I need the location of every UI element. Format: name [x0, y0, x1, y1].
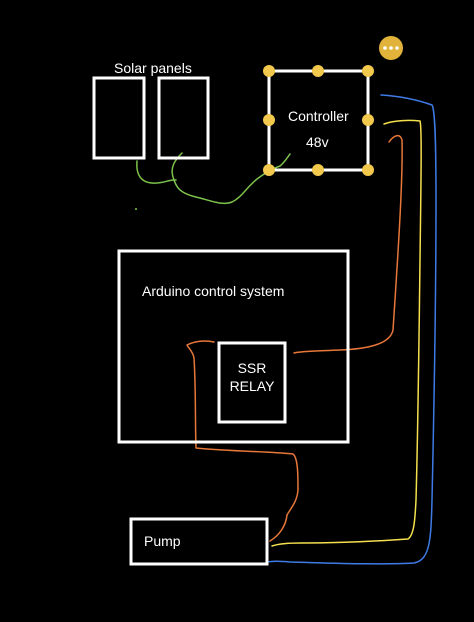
- solar-wire-green: [136, 152, 291, 205]
- arduino-label: Arduino control system: [142, 283, 284, 299]
- ssr-relay-label-line1: SSR: [238, 360, 267, 376]
- more-options-dot-3: [395, 46, 399, 50]
- relay-wire-orange: [186, 134, 403, 542]
- pump-label: Pump: [144, 533, 181, 549]
- resize-handle-top-right[interactable]: [362, 65, 374, 77]
- relay-wire-controller-side: [293, 134, 403, 354]
- solar-panels-label: Solar panels: [114, 60, 192, 76]
- resize-handle-top-middle[interactable]: [312, 65, 324, 77]
- power-wire-yellow: [271, 119, 422, 547]
- more-options-button[interactable]: [379, 36, 403, 60]
- resize-handle-middle-right[interactable]: [362, 114, 374, 126]
- arduino-box: [117, 249, 350, 444]
- resize-handle-bottom-right[interactable]: [362, 164, 374, 176]
- solar-panel-1: [92, 76, 146, 160]
- solar-wire-panel-2: [171, 152, 291, 205]
- controller-resize-handles[interactable]: [263, 65, 374, 176]
- more-options-dot-2: [389, 46, 393, 50]
- controller-voltage-label: 48v: [306, 134, 329, 150]
- solar-wire-panel-1: [136, 160, 177, 184]
- pump-box: [129, 517, 269, 566]
- relay-wire-pump-side: [186, 340, 299, 542]
- power-wire-blue: [266, 94, 437, 565]
- ssr-relay-box: [217, 341, 287, 424]
- resize-handle-middle-left[interactable]: [263, 114, 275, 126]
- controller-label: Controller: [288, 108, 349, 124]
- resize-handle-bottom-left[interactable]: [263, 164, 275, 176]
- solar-panel-2: [157, 76, 210, 160]
- stray-dot: [135, 208, 137, 210]
- resize-handle-top-left[interactable]: [263, 65, 275, 77]
- more-options-dot-1: [383, 46, 387, 50]
- ssr-relay-label-line2: RELAY: [230, 378, 276, 394]
- resize-handle-bottom-middle[interactable]: [312, 164, 324, 176]
